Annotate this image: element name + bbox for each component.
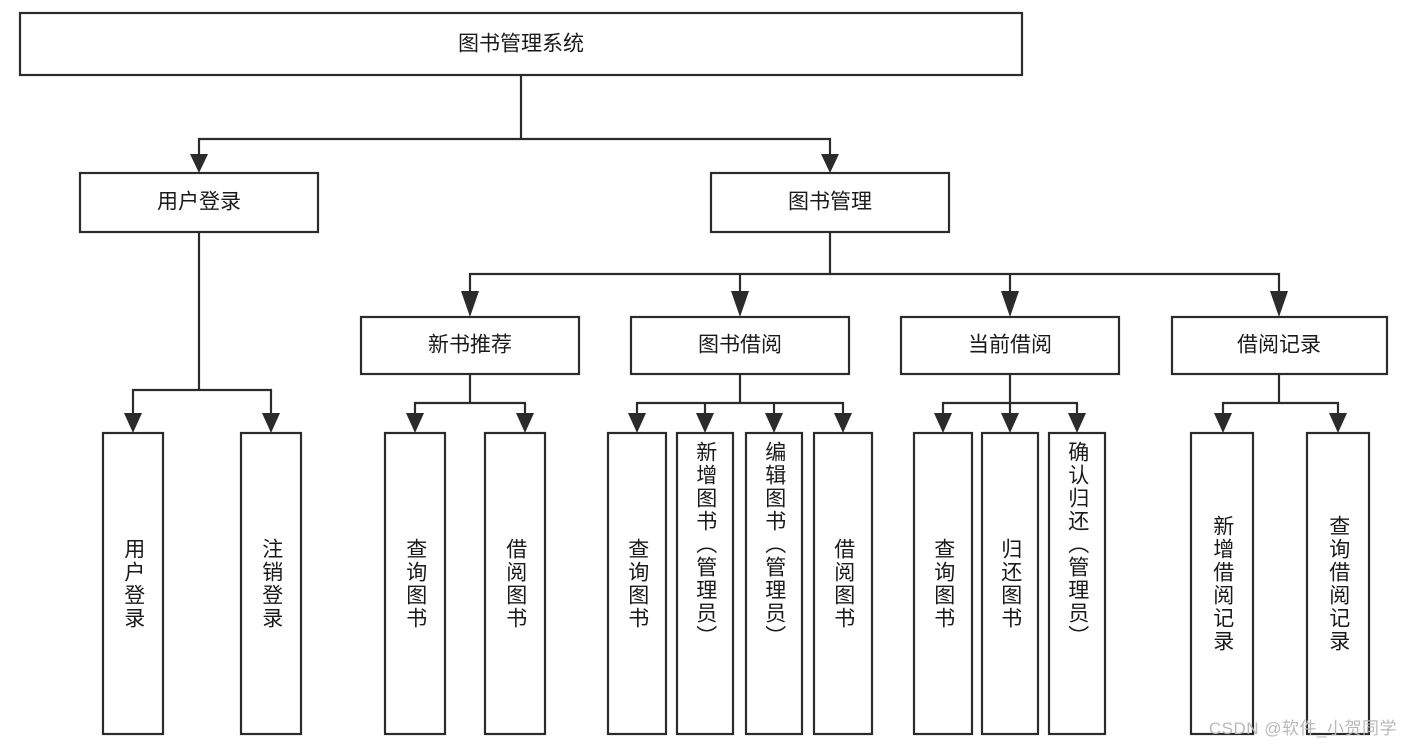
arrow-to-book-borrow — [731, 291, 749, 317]
arrow-to-leaf-return-book — [1001, 413, 1019, 433]
node-leaf-edit-book-admin-box[interactable] — [744, 431, 804, 736]
arrow-to-leaf-edit-book-admin — [765, 413, 783, 433]
arrow-to-book-manage — [821, 154, 839, 173]
node-book-borrow-label: 图书借阅 — [698, 334, 782, 357]
node-layer: 图书管理系统 用户登录 图书管理 新书推荐 图书借阅 当前借阅 借阅记录 — [18, 11, 1389, 736]
connector-root-to-level2 — [197, 75, 832, 162]
node-leaf-borrow-book-2-box[interactable] — [812, 431, 874, 736]
arrow-to-leaf-add-book-admin — [696, 413, 714, 433]
node-new-book-recommend-label: 新书推荐 — [428, 334, 512, 357]
connector-borrowrecord-to-leaves — [1221, 372, 1340, 421]
node-leaf-return-book-box[interactable] — [980, 431, 1040, 736]
arrow-to-leaf-query-borrow-record — [1329, 413, 1347, 433]
node-root-label: 图书管理系统 — [458, 33, 584, 56]
node-book-manage-label: 图书管理 — [788, 191, 872, 214]
node-book-borrow-box[interactable] — [629, 315, 851, 376]
connector-userlogin-to-leaves — [131, 230, 273, 415]
arrow-to-leaf-query-book-2 — [628, 413, 646, 433]
arrow-to-leaf-add-borrow-record — [1214, 413, 1232, 433]
node-book-manage-box[interactable] — [709, 171, 951, 234]
node-leaf-user-login-box[interactable] — [101, 431, 165, 736]
connector-bookmanage-to-level3 — [468, 230, 1281, 299]
node-user-login-label: 用户登录 — [157, 191, 241, 214]
node-leaf-logout-login-box[interactable] — [239, 431, 303, 736]
connector-currentborrow-to-leaves — [941, 372, 1079, 421]
node-leaf-add-book-admin-box[interactable] — [675, 431, 735, 736]
arrow-to-new-book-recommend — [461, 291, 479, 317]
arrow-to-leaf-query-book-3 — [934, 413, 952, 433]
node-new-book-recommend-box[interactable] — [359, 315, 581, 376]
node-current-borrow-label: 当前借阅 — [968, 334, 1052, 357]
arrowhead-layer — [124, 154, 1347, 433]
node-borrow-record-box[interactable] — [1170, 315, 1389, 376]
node-leaf-query-borrow-record-box[interactable] — [1305, 431, 1371, 736]
arrow-to-leaf-borrow-book-2 — [834, 413, 852, 433]
arrow-to-leaf-borrow-book-1 — [516, 413, 534, 433]
node-borrow-record-label: 借阅记录 — [1237, 334, 1321, 357]
arrow-to-leaf-query-book-1 — [406, 413, 424, 433]
node-leaf-query-book-3-box[interactable] — [912, 431, 974, 736]
node-current-borrow-box[interactable] — [899, 315, 1121, 376]
node-root-box[interactable] — [18, 11, 1024, 77]
arrow-to-leaf-confirm-return-admin — [1068, 413, 1086, 433]
arrow-to-leaf-user-login — [124, 413, 142, 433]
arrow-to-borrow-record — [1270, 291, 1288, 317]
node-leaf-borrow-book-1-box[interactable] — [483, 431, 547, 736]
node-leaf-query-book-2-box[interactable] — [606, 431, 668, 736]
arrow-to-user-login — [190, 154, 208, 173]
arrow-to-leaf-logout-login — [262, 413, 280, 433]
node-leaf-add-borrow-record-box[interactable] — [1189, 431, 1255, 736]
node-leaf-confirm-return-admin-box[interactable] — [1047, 431, 1107, 736]
node-leaf-query-book-1-box[interactable] — [383, 431, 447, 736]
node-user-login-box[interactable] — [78, 171, 320, 234]
connector-layer — [131, 75, 1340, 421]
connector-newbook-to-leaves — [413, 372, 527, 421]
csdn-watermark: CSDN @软件_小贺同学 — [1208, 719, 1397, 738]
arrow-to-current-borrow — [1001, 291, 1019, 317]
connector-bookborrow-to-leaves — [635, 372, 845, 421]
